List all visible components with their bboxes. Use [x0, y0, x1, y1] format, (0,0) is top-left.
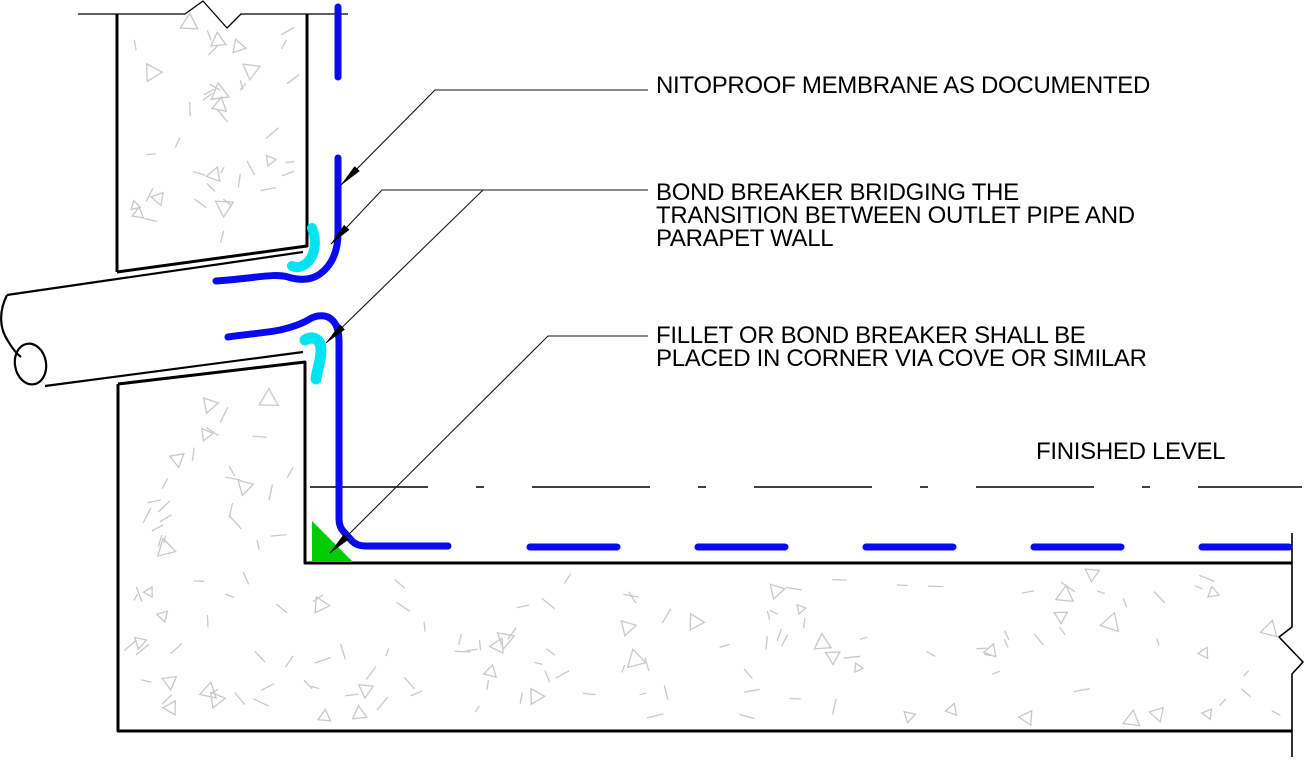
label-bond-breaker-line3: PARAPET WALL	[656, 225, 834, 252]
leader-fillet	[329, 335, 648, 554]
leader-membrane	[340, 89, 648, 186]
bond-breaker-upper	[287, 223, 320, 273]
upper-parapet-wall-outline	[115, 14, 309, 274]
label-fillet-line2: PLACED IN CORNER VIA COVE OR SIMILAR	[656, 345, 1147, 372]
corner-fillet	[312, 521, 352, 561]
label-fillet: FILLET OR BOND BREAKER SHALL BE PLACED I…	[656, 322, 1147, 372]
lower-wall-and-slab-outline	[116, 360, 1292, 733]
outlet-pipe-end-ellipse	[13, 342, 48, 386]
label-bond-breaker: BOND BREAKER BRIDGING THE TRANSITION BET…	[656, 179, 1135, 252]
label-fillet-line1: FILLET OR BOND BREAKER SHALL BE	[656, 322, 1086, 349]
bond-breaker-lower	[299, 332, 327, 385]
concrete-stipple	[123, 12, 1281, 727]
label-bond-breaker-line1: BOND BREAKER BRIDGING THE	[656, 179, 1019, 206]
label-finished-level: FINISHED LEVEL	[1036, 438, 1226, 465]
membrane-parapet-to-pipe	[212, 154, 342, 285]
label-membrane: NITOPROOF MEMBRANE AS DOCUMENTED	[656, 72, 1151, 99]
label-bond-breaker-line2: TRANSITION BETWEEN OUTLET PIPE AND	[656, 202, 1135, 229]
membrane-pipe-to-slab-corner	[224, 312, 452, 550]
leader-bond-breaker-lower	[325, 189, 484, 344]
leader-bond-breaker-upper	[330, 189, 648, 245]
slab-break-line-right	[1278, 533, 1304, 757]
wall-break-line-top	[78, 0, 348, 29]
